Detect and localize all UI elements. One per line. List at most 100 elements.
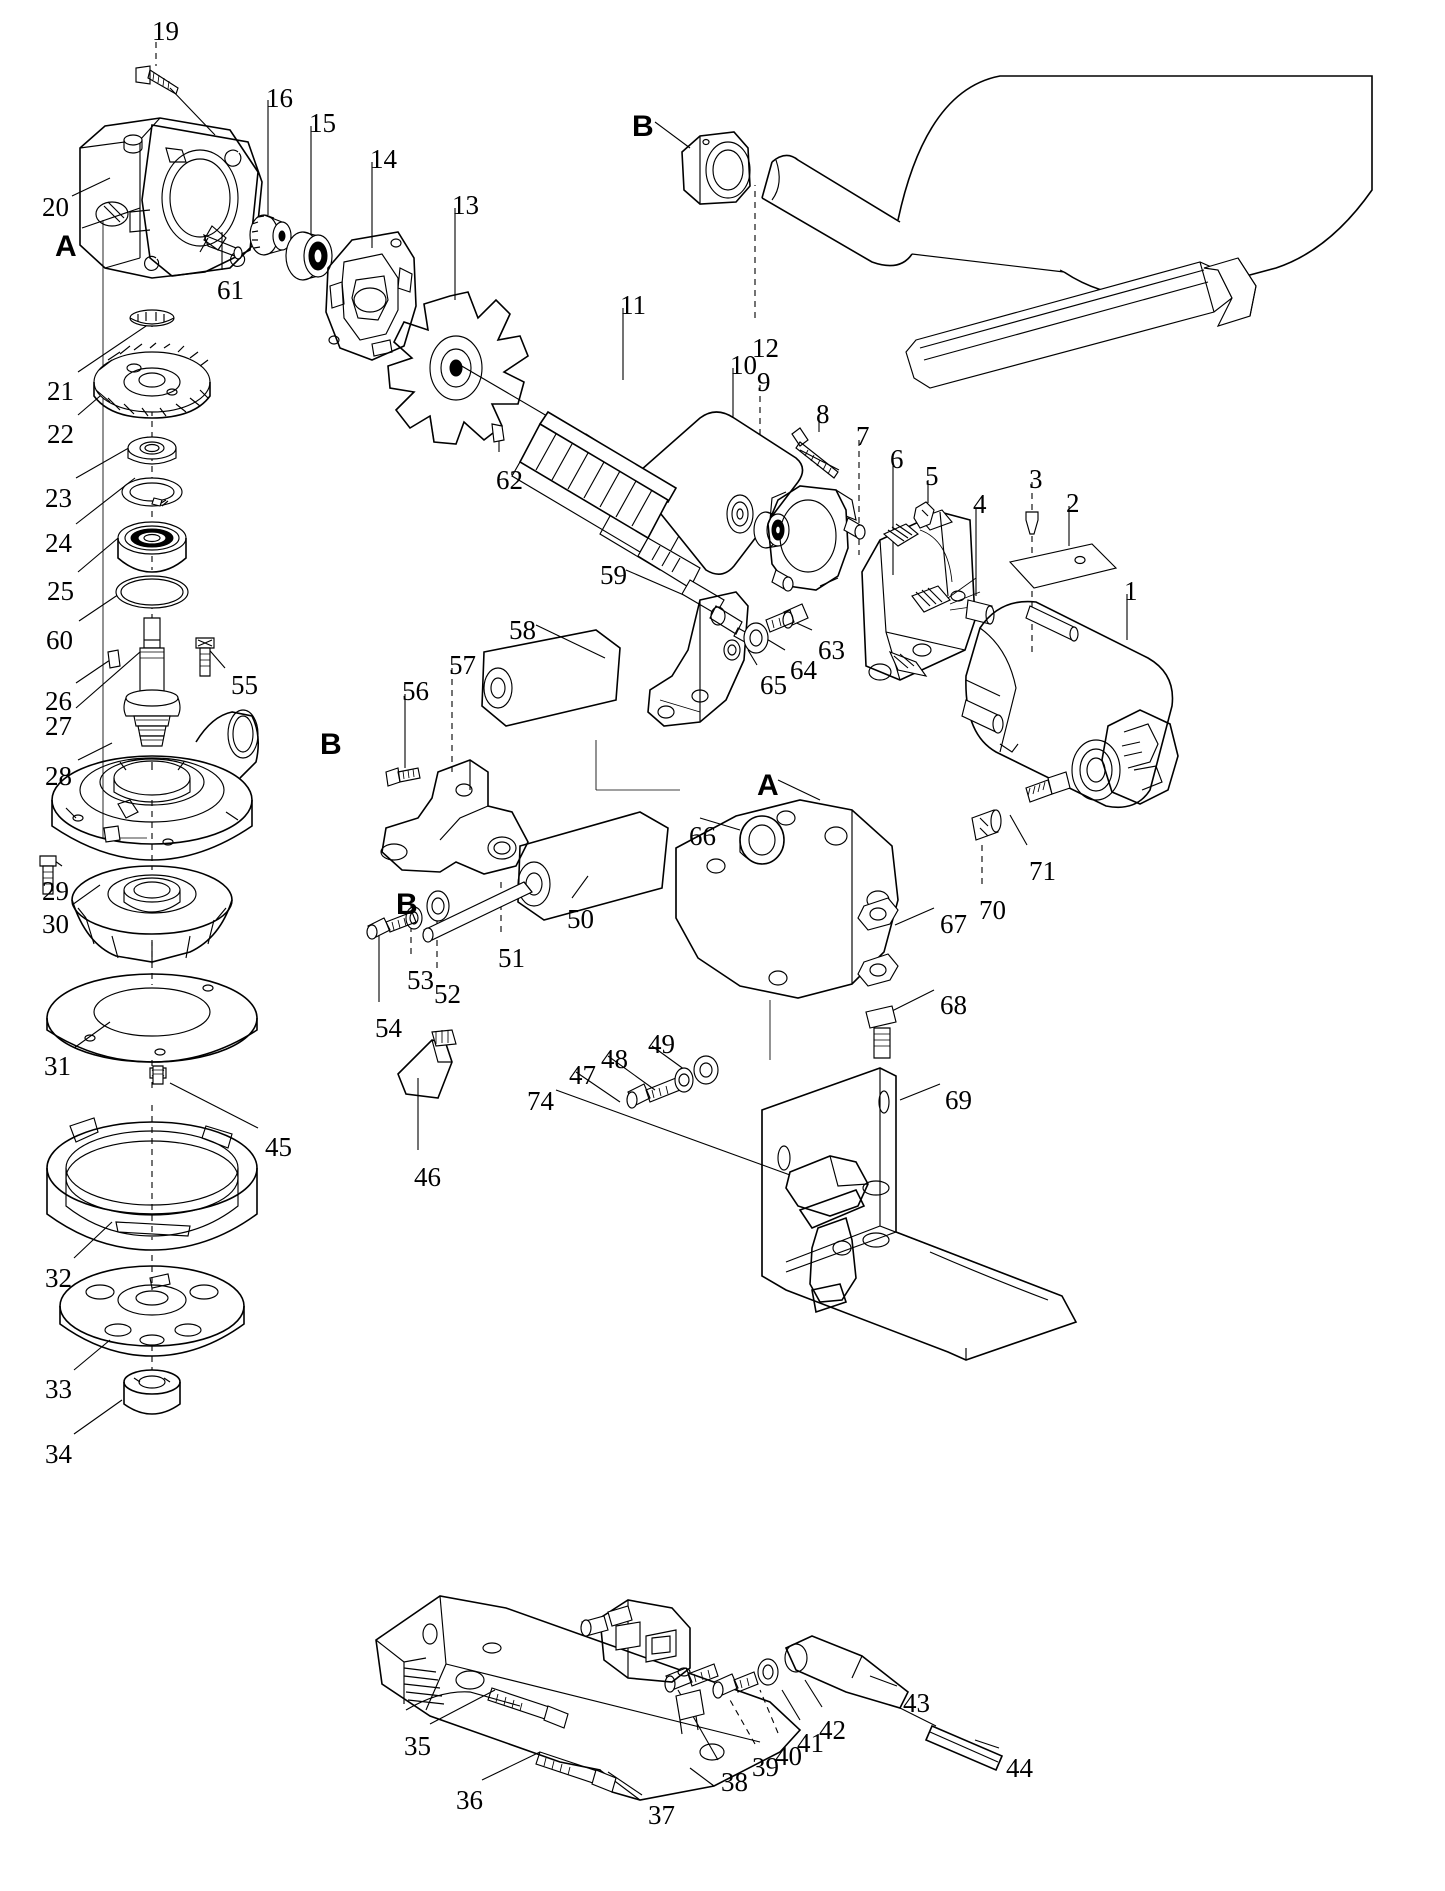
part-68-bolt <box>865 1005 897 1059</box>
callout-71: 71 <box>1029 856 1056 886</box>
callout-5: 5 <box>925 461 939 491</box>
callout-49: 49 <box>648 1029 675 1059</box>
part-10-washer <box>726 494 754 534</box>
section-marker-B-top-right: B <box>632 110 654 143</box>
callout-13: 13 <box>452 190 479 220</box>
part-54-bolt <box>366 911 417 940</box>
part-29-screw <box>39 855 57 895</box>
part-13-cooling-fan <box>387 291 529 445</box>
callout-67: 67 <box>940 909 967 939</box>
callout-57: 57 <box>449 650 476 680</box>
section-marker-A-top-left: A <box>55 230 77 263</box>
callout-35: 35 <box>404 1731 431 1761</box>
part-33-pad-plate <box>59 1265 245 1357</box>
callout-68: 68 <box>940 990 967 1020</box>
part-37-handle-cover <box>375 1595 802 1801</box>
part-43-cord-protector <box>784 1635 937 1727</box>
part-14-bearing-retainer-plate <box>325 231 417 361</box>
callout-69: 69 <box>945 1085 972 1115</box>
callout-46: 46 <box>414 1162 441 1192</box>
part-38-screw <box>664 1663 719 1693</box>
callout-64: 64 <box>790 655 817 685</box>
part-46-lock-knob <box>397 1029 457 1099</box>
callout-25: 25 <box>47 576 74 606</box>
dust-shroud-assembly <box>761 75 1373 389</box>
callout-55: 55 <box>231 670 258 700</box>
part-69-base-plate <box>761 1067 1078 1361</box>
part-31-backing-pad <box>46 973 258 1063</box>
callout-36: 36 <box>456 1785 483 1815</box>
callout-58: 58 <box>509 615 536 645</box>
callout-50: 50 <box>567 904 594 934</box>
part-34-flange-nut <box>123 1369 181 1415</box>
callout-40: 40 <box>775 1741 802 1771</box>
callout-28: 28 <box>45 761 72 791</box>
part-65-lock-washer <box>723 639 741 661</box>
callout-53: 53 <box>407 965 434 995</box>
part-36-screw <box>535 1751 617 1793</box>
part-15-ball-bearing <box>285 231 333 281</box>
callout-39: 39 <box>752 1752 779 1782</box>
callout-16: 16 <box>266 83 293 113</box>
callout-47: 47 <box>569 1060 596 1090</box>
part-9-ball-bearing <box>753 511 790 549</box>
callout-20: 20 <box>42 192 69 222</box>
part-8-machine-screw <box>791 427 839 479</box>
callout-51: 51 <box>498 943 525 973</box>
part-56-screw <box>385 767 421 787</box>
part-24-snap-ring <box>121 477 183 507</box>
callout-14: 14 <box>370 144 397 174</box>
part-26-feather-key <box>107 649 121 669</box>
part-44-power-cord <box>924 1724 1004 1772</box>
part-30-impeller-fan <box>71 865 233 964</box>
callout-70: 70 <box>979 895 1006 925</box>
callout-44: 44 <box>1006 1753 1033 1783</box>
callout-43: 43 <box>903 1688 930 1718</box>
part-4-insulation-sleeve <box>965 599 995 625</box>
callout-8: 8 <box>816 399 830 429</box>
callout-10: 10 <box>730 350 757 380</box>
callout-52: 52 <box>434 979 461 1009</box>
part-63-screw <box>765 603 809 633</box>
part-57-lever-arm <box>380 759 529 875</box>
callout-41: 41 <box>797 1728 824 1758</box>
callout-26: 26 <box>45 686 72 716</box>
callout-56: 56 <box>402 676 429 706</box>
callout-54: 54 <box>375 1013 402 1043</box>
callout-29: 29 <box>42 876 69 906</box>
part-74-switch-lever <box>785 1155 869 1314</box>
callout-9: 9 <box>757 367 771 397</box>
part-59-bracket <box>647 591 749 727</box>
part-28-pad-housing <box>51 709 260 861</box>
part-67-yoke-bracket <box>675 799 899 999</box>
callout-74: 74 <box>527 1086 554 1116</box>
callout-65: 65 <box>760 670 787 700</box>
part-47-bolt <box>626 1077 681 1109</box>
part-62-woodruff-key <box>491 423 505 443</box>
part-45-screw <box>149 1065 167 1085</box>
part-35-screw <box>487 1687 569 1729</box>
callout-59: 59 <box>600 560 627 590</box>
callout-60: 60 <box>46 625 73 655</box>
callout-11: 11 <box>620 290 646 320</box>
part-40-capacitor <box>675 1689 705 1735</box>
part-71-carbon-brush <box>1025 771 1071 803</box>
callout-61: 61 <box>217 275 244 305</box>
part-41-screw <box>712 1671 759 1699</box>
part-16-pinion-gear <box>249 214 292 256</box>
section-marker-B-mid-center: B <box>396 888 418 921</box>
callout-3: 3 <box>1029 464 1043 494</box>
part-1-motor-housing <box>961 600 1179 809</box>
part-5-terminal-clip <box>913 501 935 529</box>
callout-32: 32 <box>45 1263 72 1293</box>
section-marker-B-mid-left: B <box>320 728 342 761</box>
part-52-washer <box>426 890 450 922</box>
part-12-bearing-collar <box>681 131 751 205</box>
part-66-pivot-collar <box>739 815 785 865</box>
callout-12: 12 <box>752 333 779 363</box>
part-20-gear-housing <box>79 117 263 279</box>
callout-63: 63 <box>818 635 845 665</box>
callout-7: 7 <box>856 421 870 451</box>
